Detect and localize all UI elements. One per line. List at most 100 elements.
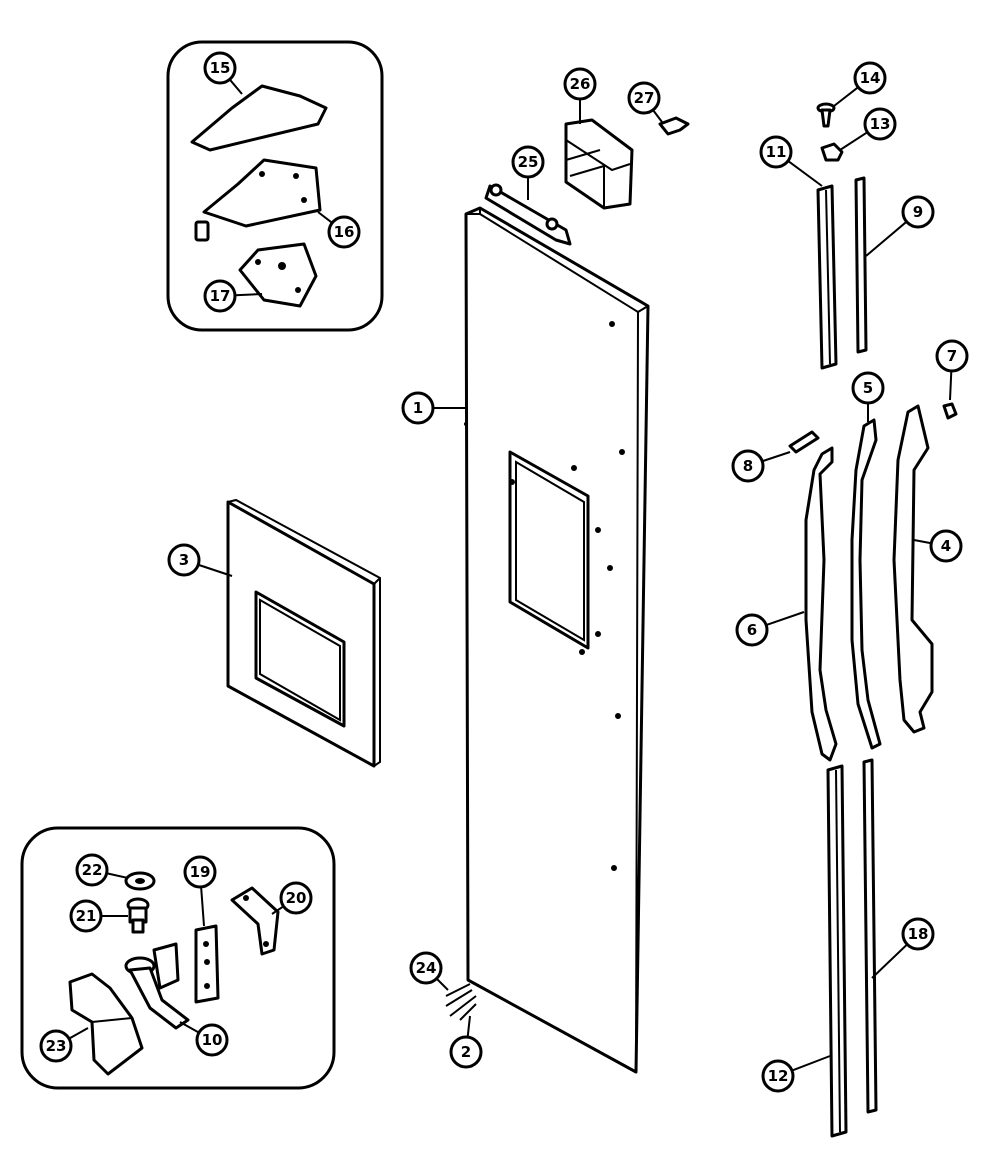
callout-leader-line: [791, 1055, 831, 1072]
callout-number: 4: [941, 537, 951, 555]
callout-circle: [195, 1023, 229, 1057]
callout-leader-line: [765, 611, 805, 627]
callout-leader-line: [913, 539, 932, 545]
part-6-handle: [804, 446, 838, 762]
callout-number: 23: [46, 1037, 67, 1055]
part-23-hinge-cover: [68, 972, 144, 1076]
callout-circle: [761, 1059, 795, 1093]
callout-11: 11: [759, 135, 823, 187]
part-13-cap: [820, 142, 844, 162]
callout-number: 1: [413, 399, 423, 417]
callout-leader-line: [949, 370, 953, 401]
callout-leader-line: [871, 943, 908, 979]
part-15-hinge-cover: [190, 84, 328, 152]
part-5-handle: [850, 418, 882, 750]
callout-number: 9: [913, 203, 923, 221]
callout-leader-line: [435, 977, 449, 991]
part-21-hinge-pin: [126, 897, 150, 934]
callout-24: 24: [409, 951, 449, 991]
part-16-hinge-plate: [202, 158, 322, 228]
part-18-lower-seal: [862, 758, 878, 1114]
callout-circle: [279, 881, 313, 915]
callout-2: 2: [449, 1015, 483, 1069]
callout-number: 2: [461, 1043, 471, 1061]
callout-21: 21: [69, 899, 128, 933]
callout-number: 14: [860, 69, 881, 87]
callout-number: 18: [908, 925, 929, 943]
part-8-screw: [788, 430, 820, 454]
callout-number: 17: [210, 287, 231, 305]
callout-leader-line: [317, 211, 333, 224]
callout-12: 12: [761, 1055, 831, 1093]
callout-number: 19: [190, 863, 211, 881]
callout-circle: [69, 899, 103, 933]
callout-number: 13: [870, 115, 891, 133]
callout-leader-line: [234, 293, 263, 297]
callout-number: 20: [286, 889, 307, 907]
callout-circle: [203, 279, 237, 313]
callout-9: 9: [865, 195, 935, 257]
callout-circle: [901, 917, 935, 951]
part-26-hinge-block: [564, 118, 634, 210]
callout-number: 12: [768, 1067, 789, 1085]
callout-circle: [39, 1029, 73, 1063]
part-7-screw: [942, 402, 958, 420]
callout-13: 13: [839, 107, 897, 151]
callout-number: 24: [416, 959, 437, 977]
callout-1: 1: [401, 391, 466, 425]
part-14-screw: [816, 102, 836, 128]
callout-number: 16: [334, 223, 355, 241]
callout-8: 8: [731, 449, 791, 483]
part-24-wire-clip: [445, 983, 473, 1007]
callout-leader-line: [271, 905, 285, 915]
callout-leader-line: [839, 131, 868, 151]
callout-circle: [511, 145, 545, 179]
part-12-lower-trim: [826, 764, 848, 1138]
callout-circle: [627, 81, 661, 115]
part-20-hinge-bracket: [230, 886, 280, 956]
callout-4: 4: [913, 529, 963, 563]
callout-circle: [409, 951, 443, 985]
callout-circle: [935, 339, 969, 373]
callout-number: 26: [570, 75, 591, 93]
part-11-upper-trim: [816, 184, 838, 370]
callout-leader-line: [68, 1027, 89, 1040]
callout-15: 15: [203, 51, 243, 95]
callout-number: 25: [518, 153, 539, 171]
callout-leader-line: [833, 86, 859, 107]
callout-circle: [203, 51, 237, 85]
callout-circle: [731, 449, 765, 483]
callout-circle: [759, 135, 793, 169]
part-27-clip: [658, 116, 690, 136]
callout-20: 20: [271, 881, 313, 915]
callout-leader-line: [200, 886, 205, 927]
callout-23: 23: [39, 1027, 89, 1063]
callout-leader-line: [179, 1021, 200, 1034]
callout-leader-line: [865, 220, 908, 257]
part-25-top-hinge-strip: [484, 183, 572, 246]
part-1-door-panel: [464, 206, 650, 1074]
callout-27: 27: [627, 81, 663, 123]
callout-19: 19: [183, 855, 217, 927]
callout-22: 22: [75, 853, 129, 887]
callout-leader-line: [197, 563, 233, 577]
callout-circle: [449, 1035, 483, 1069]
callout-number: 10: [202, 1031, 223, 1049]
part-2-bottom-bracket: [449, 995, 477, 1021]
callout-circle: [327, 215, 361, 249]
callout-26: 26: [563, 67, 597, 124]
callout-number: 15: [210, 59, 231, 77]
callout-number: 8: [743, 457, 753, 475]
callout-number: 7: [947, 347, 957, 365]
part-4-handle-trim: [892, 404, 934, 734]
callout-6: 6: [735, 611, 805, 647]
part-18-bottom-hinge: [124, 942, 190, 1030]
callout-circle: [901, 195, 935, 229]
callout-circle: [735, 613, 769, 647]
part-3-dispenser-panel: [226, 498, 381, 768]
callout-5: 5: [851, 371, 885, 422]
callout-7: 7: [935, 339, 969, 401]
callout-circle: [853, 61, 887, 95]
callout-number: 11: [766, 143, 787, 161]
callout-number: 22: [82, 861, 103, 879]
